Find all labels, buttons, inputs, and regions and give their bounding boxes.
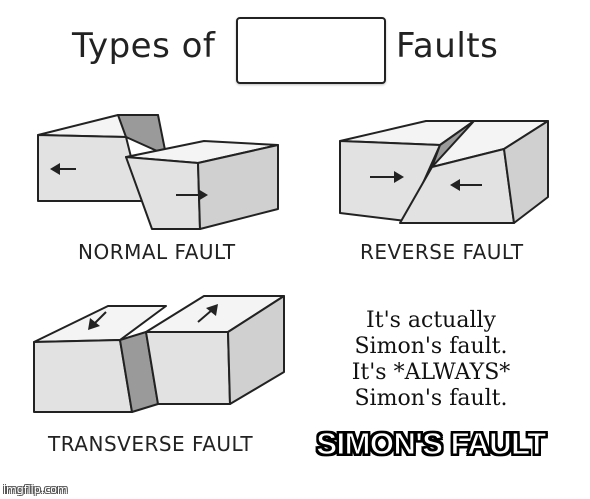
- normal-fault-caption: NORMAL FAULT: [78, 240, 236, 264]
- text-line-1: It's actually: [366, 308, 496, 333]
- reverse-fault-caption: REVERSE FAULT: [360, 240, 524, 264]
- title-left-text: Types of: [72, 26, 216, 66]
- simons-fault-text-block: It's actually Simon's fault. It's *ALWAY…: [310, 308, 552, 412]
- text-line-3: It's *ALWAYS*: [351, 360, 511, 385]
- simons-fault-caption: SIMON'S FAULT: [316, 426, 547, 462]
- transverse-fault-caption: TRANSVERSE FAULT: [48, 432, 254, 456]
- imgflip-watermark: imgflip.com: [3, 483, 68, 496]
- title-right-text: Faults: [396, 26, 499, 66]
- text-line-4: Simon's fault.: [354, 386, 508, 411]
- transverse-fault-illustration: [33, 295, 285, 413]
- text-line-2: Simon's fault.: [354, 334, 508, 359]
- reverse-fault-illustration: [339, 120, 549, 224]
- blank-title-box: [236, 17, 386, 84]
- normal-fault-illustration: [37, 114, 279, 230]
